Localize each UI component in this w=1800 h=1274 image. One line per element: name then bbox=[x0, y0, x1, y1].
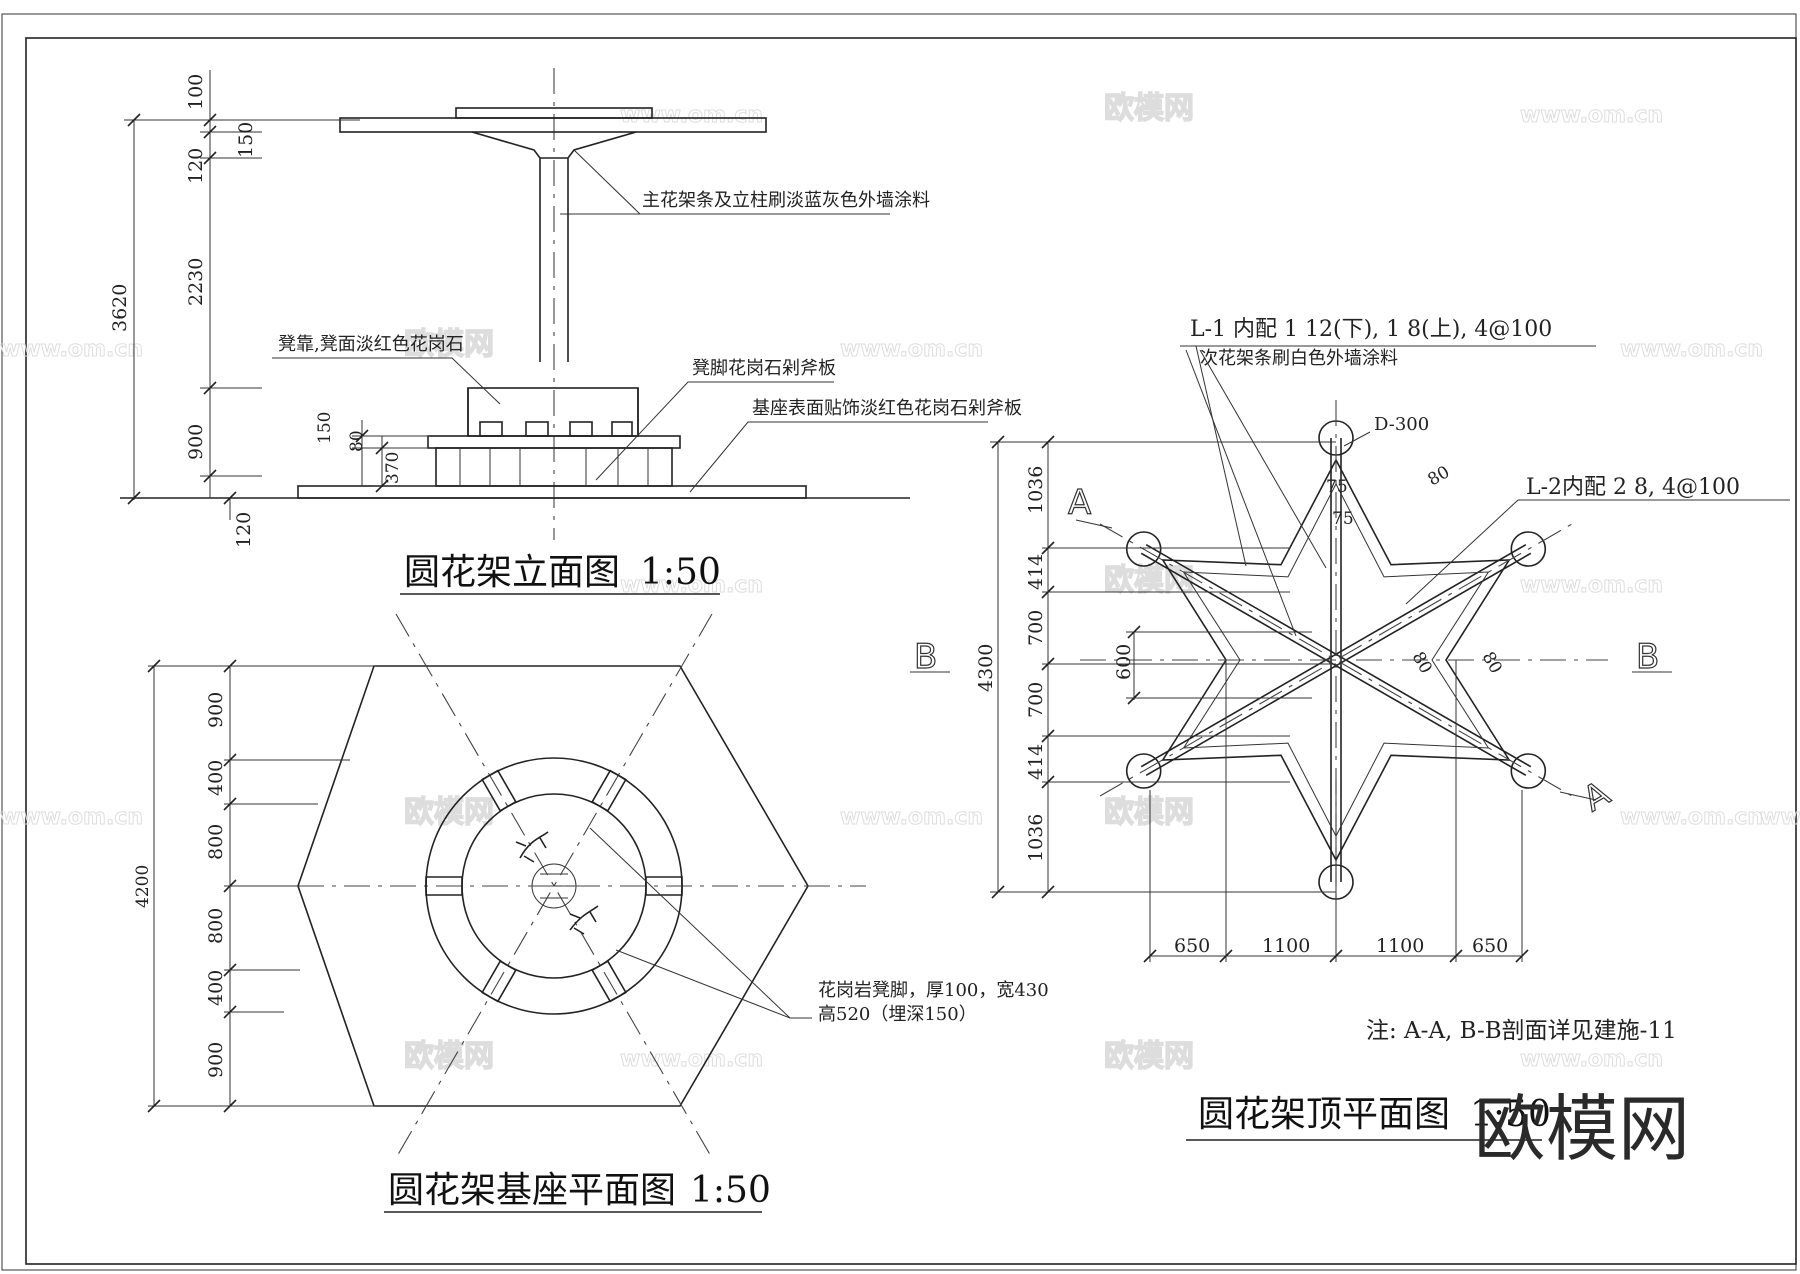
base-dim-800-top: 800 bbox=[205, 824, 227, 860]
watermark-name: 欧模网 bbox=[1104, 91, 1194, 126]
elev-dim-120b: 120 bbox=[233, 512, 255, 548]
base-plan-scale: 1:50 bbox=[690, 1170, 771, 1211]
top-dim-80-a: 80 bbox=[1425, 462, 1454, 490]
section-mark-b-right: B bbox=[1636, 637, 1659, 677]
top-dim-700-a: 700 bbox=[1025, 610, 1047, 646]
watermark-name: 欧模网 bbox=[404, 1039, 494, 1074]
top-plan-title: 圆花架顶平面图 bbox=[1198, 1094, 1450, 1135]
elev-note-base-cladding: 基座表面贴饰淡红色花岗石剁斧板 bbox=[752, 398, 1022, 419]
top-label-l1: L-1 内配 1 12(下), 1 8(上), 4@100 bbox=[1190, 317, 1552, 342]
elevation-view: 100 150 120 2230 3620 900 150 80 370 120… bbox=[109, 68, 1022, 595]
top-plan-scale: 1:50 bbox=[1470, 1094, 1551, 1135]
section-mark-a-top: A bbox=[1068, 483, 1091, 523]
watermark-name: 欧模网 bbox=[1104, 563, 1194, 598]
watermark-url: www.om.cn bbox=[1760, 805, 1800, 830]
base-dim-900-top: 900 bbox=[205, 692, 227, 728]
seat-leg bbox=[645, 876, 683, 896]
base-dim-800-bottom: 800 bbox=[205, 908, 227, 944]
top-plan-section-note: 注: A-A, B-B剖面详见建施-11 bbox=[1366, 1018, 1677, 1044]
section-mark-b-left: B bbox=[914, 637, 937, 677]
watermark-name: 欧模网 bbox=[1104, 795, 1194, 830]
top-label-l1-note: 次花架条刷白色外墙涂料 bbox=[1200, 348, 1398, 369]
top-label-l2: L-2内配 2 8, 4@100 bbox=[1526, 475, 1740, 500]
base-plan-title: 圆花架基座平面图 bbox=[388, 1170, 676, 1211]
brand-logo: 欧模网 bbox=[1474, 1087, 1690, 1171]
arm-end-cap bbox=[1510, 753, 1547, 789]
base-dim-900-bottom: 900 bbox=[205, 1042, 227, 1078]
top-dim-650-left: 650 bbox=[1174, 935, 1210, 957]
top-dim-414-a: 414 bbox=[1025, 554, 1047, 590]
elev-dim-2230: 2230 bbox=[185, 258, 207, 306]
watermark-url: www.om.cn bbox=[1520, 1047, 1663, 1072]
watermark-name: 欧模网 bbox=[404, 327, 494, 362]
elevation-title: 圆花架立面图 bbox=[404, 552, 620, 593]
top-dim-1100-left: 1100 bbox=[1262, 935, 1310, 957]
watermark-name: 欧模网 bbox=[1104, 1039, 1194, 1074]
seat-leg bbox=[481, 960, 517, 1003]
watermark-url: www.om.cn bbox=[0, 337, 143, 362]
elev-dim-370: 370 bbox=[383, 452, 403, 484]
pergola-arm bbox=[1338, 552, 1532, 665]
base-dim-400-top: 400 bbox=[205, 760, 227, 796]
elev-dim-150: 150 bbox=[235, 122, 257, 158]
top-dim-4300: 4300 bbox=[975, 644, 997, 692]
top-label-d300: D-300 bbox=[1374, 414, 1429, 435]
elev-dim-100: 100 bbox=[185, 74, 207, 110]
watermark-url: www.om.cn bbox=[1520, 573, 1663, 598]
watermark-url: www.om.cn bbox=[840, 337, 983, 362]
elev-dim-80: 80 bbox=[347, 430, 367, 452]
top-dim-80-b: 80 bbox=[1408, 649, 1436, 678]
top-dim-1100-right: 1100 bbox=[1376, 935, 1424, 957]
seat-leg bbox=[481, 769, 517, 812]
inner-frame bbox=[25, 37, 1797, 1265]
arm-end-cap bbox=[1125, 753, 1162, 789]
top-dim-650-right: 650 bbox=[1472, 935, 1508, 957]
top-plan-view: 1036 414 700 700 414 1036 4300 600 650 1… bbox=[910, 317, 1790, 1141]
elev-note-seat-legs: 凳脚花岗石剁斧板 bbox=[692, 358, 836, 379]
pergola-arm bbox=[1145, 663, 1339, 776]
seat-leg bbox=[591, 769, 627, 812]
watermark-url: www.om.cn bbox=[840, 805, 983, 830]
watermark-url: www.om.cn bbox=[1620, 337, 1763, 362]
base-dim-4200: 4200 bbox=[133, 865, 153, 908]
top-dim-1036-b: 1036 bbox=[1025, 814, 1047, 862]
base-note-legs-1: 花岗岩凳脚，厚100，宽430 bbox=[818, 980, 1049, 1001]
elev-note-seat-stone: 凳靠,凳面淡红色花岗石 bbox=[278, 334, 464, 355]
top-dim-414-b: 414 bbox=[1025, 744, 1047, 780]
arm-end-cap bbox=[1125, 531, 1162, 567]
pergola-arm bbox=[1338, 655, 1532, 768]
elev-note-pergola-paint: 主花架条及立柱刷淡蓝灰色外墙涂料 bbox=[642, 190, 930, 211]
base-dim-400-bottom: 400 bbox=[205, 970, 227, 1006]
watermark-url: www.om.cn bbox=[620, 103, 763, 128]
pergola-arm bbox=[1145, 544, 1339, 657]
section-mark-a-bottom: A bbox=[1577, 774, 1617, 820]
watermark-url: www.om.cn bbox=[1620, 805, 1763, 830]
pergola-arm bbox=[1140, 552, 1334, 665]
pergola-arm bbox=[1333, 544, 1527, 657]
pergola-arm bbox=[1140, 655, 1334, 768]
top-dim-1036-a: 1036 bbox=[1025, 466, 1047, 514]
watermark-url: www.om.cn bbox=[1520, 103, 1663, 128]
seat-leg bbox=[591, 960, 627, 1003]
top-dim-80-c: 80 bbox=[1478, 649, 1506, 678]
top-dim-75-a: 75 bbox=[1326, 477, 1348, 497]
watermark-url: www.om.cn bbox=[620, 1047, 763, 1072]
elev-dim-150b: 150 bbox=[315, 412, 335, 444]
base-plan-view: 900 400 800 800 400 900 4200 花岗岩凳脚，厚100，… bbox=[133, 613, 1049, 1213]
pergola-arm bbox=[1333, 663, 1527, 776]
top-dim-700-b: 700 bbox=[1025, 682, 1047, 718]
watermark-url: www.om.cn bbox=[0, 805, 143, 830]
elev-dim-120: 120 bbox=[185, 148, 207, 184]
seat-leg bbox=[425, 876, 463, 896]
elev-dim-3620: 3620 bbox=[109, 284, 131, 332]
elevation-scale: 1:50 bbox=[640, 552, 721, 593]
top-dim-75-b: 75 bbox=[1332, 509, 1354, 529]
top-dim-600: 600 bbox=[1113, 644, 1135, 680]
arm-end-cap bbox=[1510, 531, 1547, 567]
base-note-legs-2: 高520（埋深150） bbox=[818, 1004, 977, 1025]
elev-dim-900: 900 bbox=[185, 424, 207, 460]
